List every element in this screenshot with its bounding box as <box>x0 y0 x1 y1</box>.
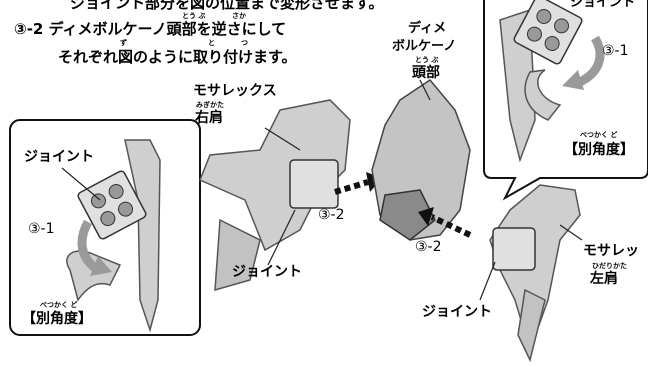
claw-part-right-detail <box>524 69 562 121</box>
mosa-right-claw-part <box>214 218 261 292</box>
ruby-hidarikata: ひだりかた <box>592 262 627 270</box>
callout-mosa-left <box>559 224 583 241</box>
ruby-to: と <box>208 39 215 47</box>
ruby-betsukakudo-left: べつかく ど <box>40 301 78 309</box>
joint-block-left <box>77 170 147 240</box>
joint-block-right-shoulder <box>289 159 339 209</box>
claw-part-left-detail <box>66 250 122 302</box>
ruby-betsukakudo-right: べつかく ど <box>580 131 618 139</box>
rotate-arrow-left-head <box>90 256 112 276</box>
callout-mosa-right <box>264 127 301 151</box>
joint-block-left-shoulder <box>492 227 536 271</box>
instruction-line-1: ③-2 ディメボルケーノ頭部を逆さにして <box>14 20 287 38</box>
callout-dime-volcano <box>419 79 431 101</box>
label-joint-right-shoulder: ジョイント <box>232 264 302 280</box>
label-mosa-left-sub: 左肩 <box>590 271 618 287</box>
label-dime-title-2: ボルケーノ <box>392 39 457 54</box>
rotate-arrow-right-head <box>562 70 584 90</box>
label-joint-right-detail: ジョイント <box>570 0 636 10</box>
rotate-arrow-right <box>577 35 605 87</box>
attach-arrow-upper <box>334 179 369 195</box>
label-mosa-left-title: モサレッ <box>583 243 639 259</box>
label-betsukakudo-left: 【別角度】 <box>22 311 92 327</box>
instruction-line-0: ジョイント部分を図の位置まで変形させます。 <box>70 0 384 12</box>
attach-arrow-lower-head <box>418 207 434 226</box>
mosa-left-claw-part <box>517 288 546 363</box>
ruby-toubu: とう ぶ <box>182 12 206 20</box>
label-step-3-1-left: ③-1 <box>28 221 55 237</box>
joint-block-right-detail <box>513 0 583 65</box>
callout-joint-left-shoulder <box>479 261 496 301</box>
label-step-3-2-upper: ③-2 <box>318 207 345 223</box>
mosa-right-shoulder-part <box>199 99 351 252</box>
label-mosa-right-sub: 右肩 <box>195 110 223 126</box>
label-joint-left-detail: ジョイント <box>24 149 94 165</box>
dime-volcano-joint-socket <box>379 189 436 241</box>
label-step-3-2-lower: ③-2 <box>415 239 442 255</box>
callout-joint-right-shoulder <box>267 209 296 266</box>
label-dime-sub: 頭部 <box>412 65 440 81</box>
label-betsukakudo-right: 【別角度】 <box>564 142 634 158</box>
ruby-saka: さか <box>232 12 246 20</box>
callout-joint-left-detail <box>61 167 101 201</box>
label-mosa-right-title: モサレックス <box>193 83 277 99</box>
attach-arrow-lower <box>430 214 472 238</box>
ruby-migikata: みぎかた <box>196 101 224 109</box>
label-step-3-1-right: ③-1 <box>602 43 629 59</box>
instruction-line-2: それぞれ図のように取り付けます。 <box>58 48 297 66</box>
ruby-tsu: つ <box>241 39 248 47</box>
ruby-toubu-dime: とう ぶ <box>415 56 439 64</box>
ruby-zu: ず <box>120 39 127 47</box>
label-dime-title-1: ディメ <box>408 21 447 36</box>
label-joint-left-shoulder: ジョイント <box>422 304 492 320</box>
